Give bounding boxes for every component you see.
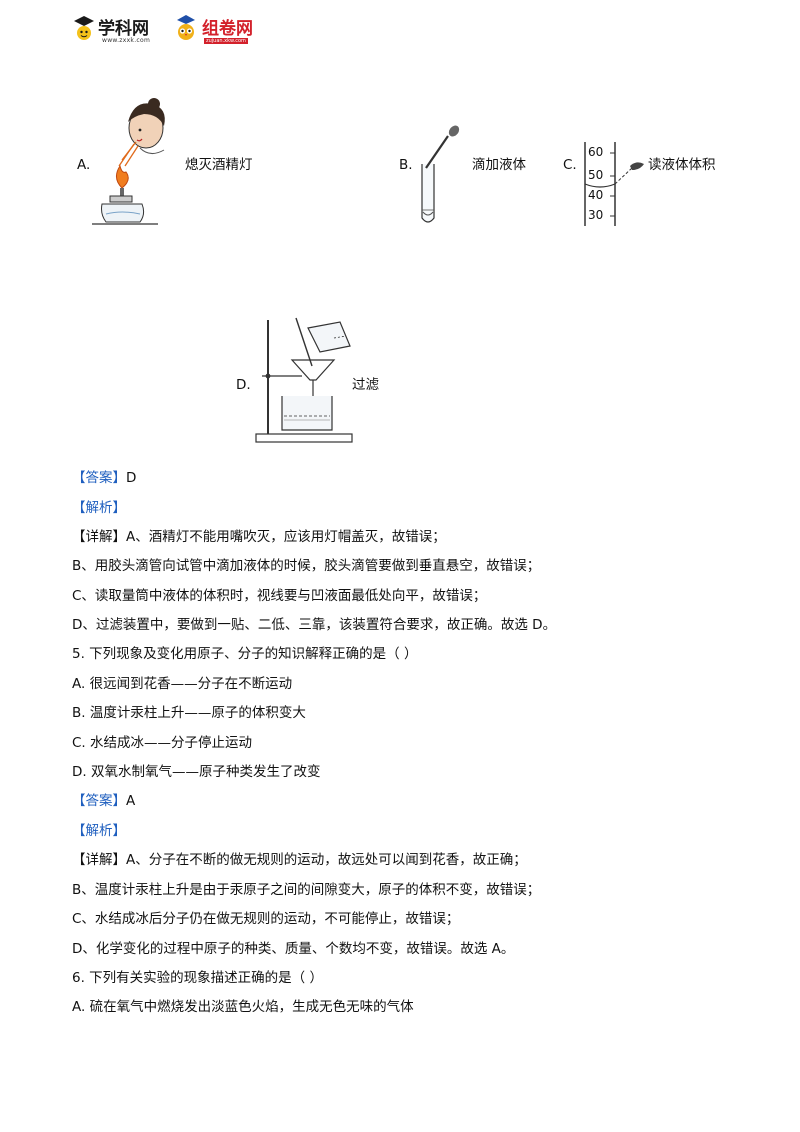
- q4-detail-line-3: C、读取量筒中液体的体积时，视线要与凹液面最低处向平，故错误；: [72, 588, 487, 604]
- q4-analysis-tag: 【解析】: [72, 500, 126, 516]
- q5-detail-line-3: C、水结成冰后分子仍在做无规则的运动，不可能停止，故错误；: [72, 911, 460, 927]
- q5-detail-line-2: B、温度计汞柱上升是由于汞原子之间的间隙变大，原子的体积不变，故错误；: [72, 882, 541, 898]
- detail-text: A、分子在不断的做无规则的运动，故远处可以闻到花香，故正确；: [126, 852, 527, 868]
- cylinder-tick-50: 50: [588, 168, 604, 182]
- option-d-letter: D.: [236, 377, 251, 393]
- q5-detail-line-1: 【详解】A、分子在不断的做无规则的运动，故远处可以闻到花香，故正确；: [72, 851, 527, 869]
- q5-stem: 5. 下列现象及变化用原子、分子的知识解释正确的是（ ）: [72, 646, 418, 662]
- cylinder-tick-30: 30: [588, 208, 604, 222]
- xueke-logo: 学科网 www.zxxk.com: [72, 12, 164, 46]
- graduate-cap-icon: [74, 16, 94, 40]
- q4-detail-line-2: B、用胶头滴管向试管中滴加液体的时候，胶头滴管要做到垂直悬空，故错误；: [72, 558, 541, 574]
- detail-text: A、酒精灯不能用嘴吹灭，应该用灯帽盖灭，故错误；: [126, 529, 446, 545]
- option-b-label: 滴加液体: [472, 157, 526, 173]
- q4-answer-line: 【答案】D: [72, 469, 136, 487]
- detail-tag: 【详解】: [72, 529, 126, 545]
- q5-detail-line-4: D、化学变化的过程中原子的种类、质量、个数均不变，故错误。故选 A。: [72, 941, 515, 957]
- zujuan-logo-name: 组卷网: [202, 19, 253, 39]
- zujuan-logo: 组卷网 zujuan.xkw.com: [174, 12, 270, 46]
- option-c-label: 读液体体积: [648, 157, 716, 173]
- q5-answer-line: 【答案】A: [72, 792, 135, 810]
- option-a-label: 熄灭酒精灯: [185, 157, 253, 173]
- option-b-letter: B.: [399, 157, 413, 173]
- zujuan-logo-url: zujuan.xkw.com: [204, 38, 248, 44]
- xueke-logo-url: www.zxxk.com: [102, 37, 151, 44]
- answer-tag: 【答案】: [72, 470, 126, 486]
- option-a-letter: A.: [77, 157, 91, 173]
- option-d-label: 过滤: [352, 377, 379, 393]
- answer-value: D: [126, 470, 137, 486]
- answer-value: A: [126, 793, 136, 809]
- q4-detail-line-1: 【详解】A、酒精灯不能用嘴吹灭，应该用灯帽盖灭，故错误；: [72, 528, 446, 546]
- q5-option-d: D. 双氧水制氧气——原子种类发生了改变: [72, 764, 321, 780]
- blow-out-alcohol-lamp-figure: [92, 98, 165, 225]
- cylinder-tick-40: 40: [588, 188, 604, 202]
- option-c-letter: C.: [563, 157, 577, 173]
- owl-mascot-icon: [177, 15, 195, 40]
- filtration-apparatus-figure: [255, 317, 353, 443]
- xueke-logo-name: 学科网: [98, 19, 149, 39]
- detail-tag: 【详解】: [72, 852, 126, 868]
- answer-tag: 【答案】: [72, 793, 126, 809]
- q5-option-c: C. 水结成冰——分子停止运动: [72, 735, 253, 751]
- q5-analysis-tag: 【解析】: [72, 823, 126, 839]
- dropper-test-tube-figure: [421, 125, 460, 223]
- q6-stem: 6. 下列有关实验的现象描述正确的是（ ）: [72, 970, 323, 986]
- cylinder-tick-60: 60: [588, 145, 604, 159]
- q4-detail-line-4: D、过滤装置中，要做到一贴、二低、三靠，该装置符合要求，故正确。故选 D。: [72, 617, 557, 633]
- q5-option-b: B. 温度计汞柱上升——原子的体积变大: [72, 705, 306, 721]
- q6-option-a: A. 硫在氧气中燃烧发出淡蓝色火焰，生成无色无味的气体: [72, 999, 414, 1015]
- q5-option-a: A. 很远闻到花香——分子在不断运动: [72, 676, 293, 692]
- graduated-cylinder-figure: [584, 142, 644, 226]
